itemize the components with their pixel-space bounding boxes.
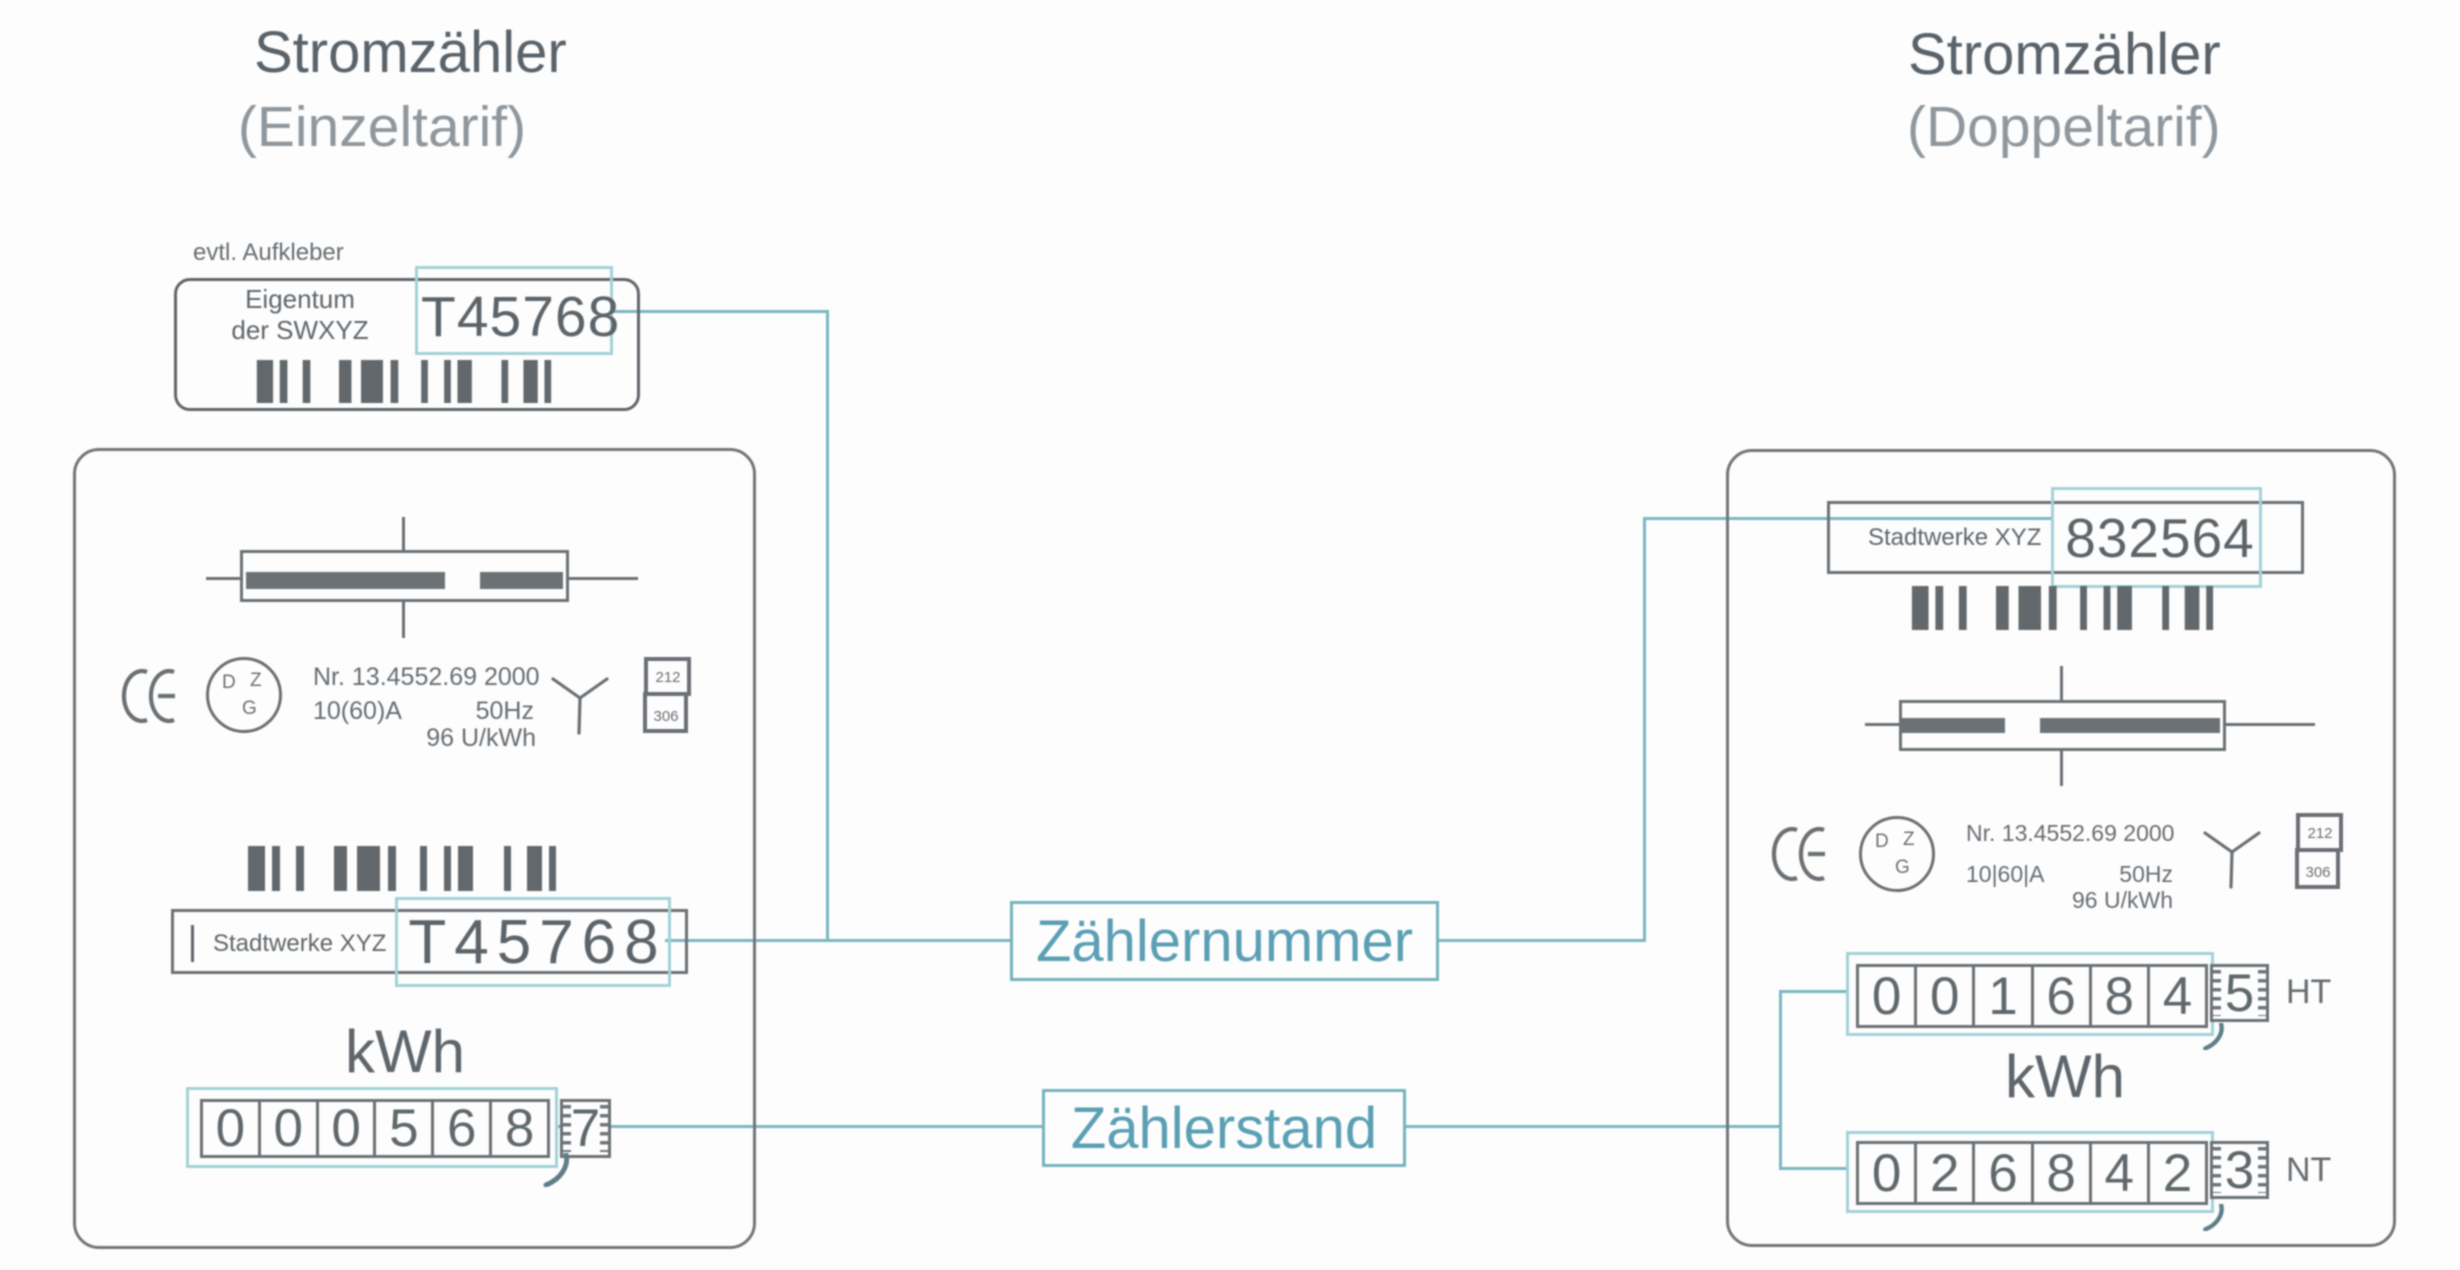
- svg-text:306: 306: [653, 708, 678, 725]
- svg-text:212: 212: [2307, 825, 2332, 842]
- svg-text:306: 306: [2305, 864, 2330, 881]
- svg-text:212: 212: [655, 669, 680, 686]
